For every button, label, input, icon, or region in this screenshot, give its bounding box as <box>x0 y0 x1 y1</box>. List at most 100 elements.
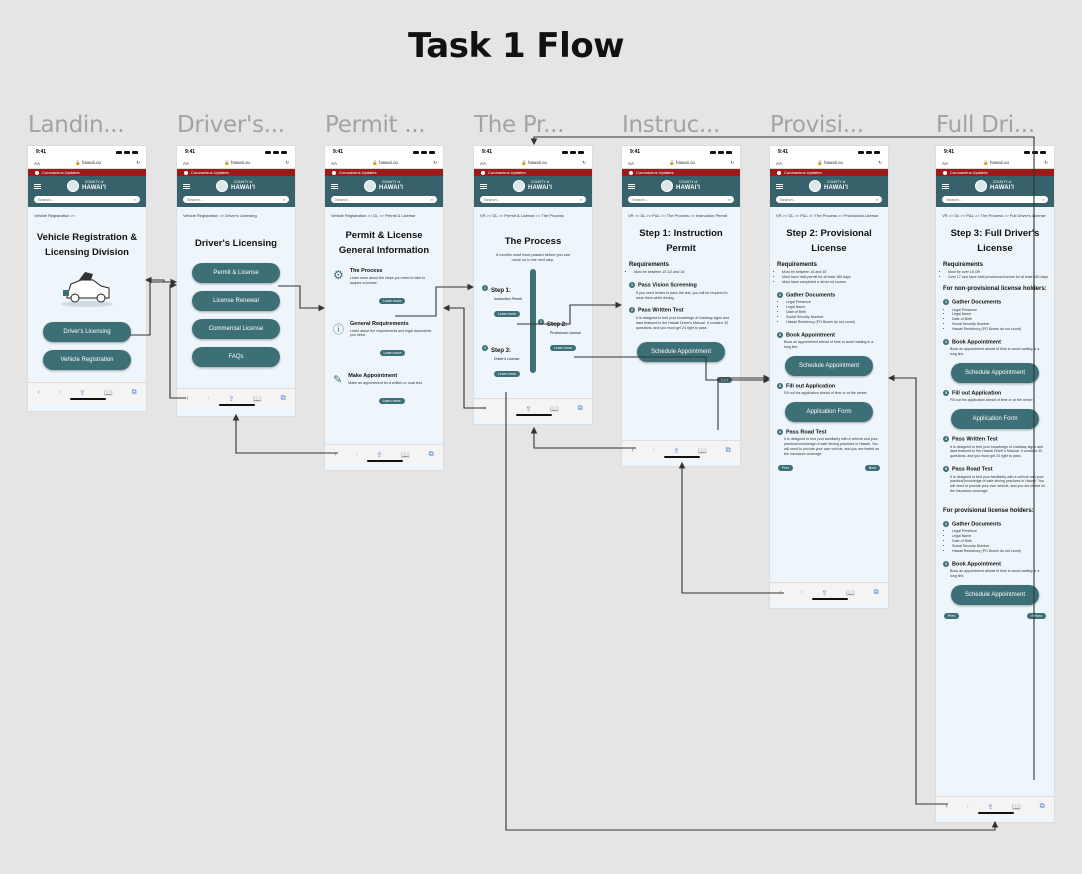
breadcrumb[interactable]: VR >> DL >> P&L >> The Process >> Provis… <box>776 213 879 218</box>
prev-button[interactable]: Prev <box>778 464 794 471</box>
breadcrumb[interactable]: VR >> DL >> P&L >> The Process >> Instru… <box>628 213 728 218</box>
bookmarks-icon[interactable]: 📖 <box>846 589 855 597</box>
tabs-icon[interactable]: ⧉ <box>1039 802 1045 810</box>
menu-icon[interactable] <box>480 183 487 189</box>
share-icon[interactable]: ⇪ <box>821 589 828 597</box>
tabs-icon[interactable]: ⧉ <box>280 394 286 402</box>
step1-learn-more[interactable]: Learn more <box>494 311 520 318</box>
schedule-appointment-button[interactable]: Schedule Appointment <box>785 355 873 376</box>
schedule-appointment-button[interactable]: Schedule Appointment <box>637 342 725 363</box>
faqs-button[interactable]: FAQs <box>192 347 280 368</box>
url-bar[interactable]: AA🔒 hawaii.ou↻ <box>622 158 740 169</box>
breadcrumb[interactable]: VR >> DL >> Permit & License >> The Proc… <box>480 213 564 218</box>
search-input[interactable]: Search...⌕ <box>34 196 140 203</box>
search-input[interactable]: Search...⌕ <box>776 196 882 203</box>
covid-banner[interactable]: Coronavirus Updates <box>770 169 888 176</box>
license-renewal-button[interactable]: License Renewal <box>192 291 280 312</box>
back-icon[interactable]: ‹ <box>186 395 189 402</box>
covid-banner[interactable]: Coronavirus Updates <box>474 169 592 176</box>
forward-icon[interactable]: › <box>504 405 507 412</box>
search-input[interactable]: Search...⌕ <box>628 196 734 203</box>
url-bar[interactable]: AA🔒 hawaii.ou↻ <box>325 158 443 169</box>
menu-icon[interactable] <box>34 183 41 189</box>
breadcrumb[interactable]: VR >> DL >> P&L >> The Process >> Full D… <box>942 213 1046 218</box>
url-bar[interactable]: AA🔒 hawaii.ou↻ <box>177 158 295 169</box>
next-button[interactable]: Next <box>864 464 880 471</box>
learn-more-button[interactable]: Learn more <box>379 297 406 304</box>
bookmarks-icon[interactable]: 📖 <box>698 447 707 455</box>
url-bar[interactable]: AA🔒 hawaii.ou↻ <box>770 158 888 169</box>
tabs-icon[interactable]: ⧉ <box>577 404 583 412</box>
search-input[interactable]: Search...⌕ <box>480 196 586 203</box>
prev-button[interactable]: Prev <box>944 612 960 619</box>
back-icon[interactable]: ‹ <box>779 589 782 596</box>
forward-icon[interactable]: › <box>58 389 61 396</box>
forward-icon[interactable]: › <box>652 447 655 454</box>
next-button[interactable]: Next <box>716 377 732 384</box>
menu-icon[interactable] <box>183 183 190 189</box>
breadcrumb[interactable]: Vehicle Registration >> <box>34 213 76 218</box>
back-icon[interactable]: ‹ <box>945 803 948 810</box>
back-icon[interactable]: ‹ <box>334 451 337 458</box>
share-icon[interactable]: ⇪ <box>987 803 994 811</box>
share-icon[interactable]: ⇪ <box>525 405 532 413</box>
menu-icon[interactable] <box>628 183 635 189</box>
application-form-button[interactable]: Application Form <box>951 409 1039 430</box>
breadcrumb[interactable]: Vehicle Registration >> Driver's Licensi… <box>183 213 257 218</box>
permit-license-button[interactable]: Permit & License <box>192 263 280 284</box>
bookmarks-icon[interactable]: 📖 <box>253 395 262 403</box>
tabs-icon[interactable]: ⧉ <box>131 388 137 396</box>
url-bar[interactable]: AA🔒 hawaii.ou↻ <box>28 158 146 169</box>
forward-icon[interactable]: › <box>800 589 803 596</box>
covid-banner[interactable]: Coronavirus Updates <box>325 169 443 176</box>
url-bar[interactable]: AA🔒 hawaii.ou↻ <box>474 158 592 169</box>
tabs-icon[interactable]: ⧉ <box>873 588 879 596</box>
search-input[interactable]: Search...⌕ <box>942 196 1048 203</box>
search-input[interactable]: Search...⌕ <box>331 196 437 203</box>
covid-banner[interactable]: Coronavirus Updates <box>28 169 146 176</box>
forward-icon[interactable]: › <box>207 395 210 402</box>
search-input[interactable]: Search...⌕ <box>183 196 289 203</box>
bookmarks-icon[interactable]: 📖 <box>104 389 113 397</box>
return-button[interactable]: Return <box>1027 612 1046 619</box>
share-icon[interactable]: ⇪ <box>228 395 235 403</box>
vehicle-registration-button[interactable]: Vehicle Registration <box>43 350 131 371</box>
menu-icon[interactable] <box>331 183 338 189</box>
url-bar[interactable]: AA🔒 hawaii.ou↻ <box>936 158 1054 169</box>
tabs-icon[interactable]: ⧉ <box>725 446 731 454</box>
back-icon[interactable]: ‹ <box>631 447 634 454</box>
covid-banner[interactable]: Coronavirus Updates <box>622 169 740 176</box>
menu-icon[interactable] <box>776 183 783 189</box>
breadcrumb[interactable]: Vehicle Registration >> DL >> Permit & L… <box>331 213 416 218</box>
learn-more-button[interactable]: Learn more <box>379 350 406 357</box>
back-icon[interactable]: ‹ <box>37 389 40 396</box>
share-icon[interactable]: ⇪ <box>376 451 383 459</box>
share-icon[interactable]: ⇪ <box>79 389 86 397</box>
covid-banner[interactable]: Coronavirus Updates <box>936 169 1054 176</box>
bookmarks-icon[interactable]: 📖 <box>401 451 410 459</box>
menu-icon[interactable] <box>942 183 949 189</box>
drivers-licensing-button[interactable]: Driver's Licensing <box>43 322 131 343</box>
forward-icon[interactable]: › <box>966 803 969 810</box>
learn-more-button[interactable]: Learn more <box>378 397 405 404</box>
back-icon[interactable]: ‹ <box>483 405 486 412</box>
application-form-button[interactable]: Application Form <box>785 402 873 423</box>
schedule-appointment-button[interactable]: Schedule Appointment <box>951 362 1039 383</box>
bookmarks-icon[interactable]: 📖 <box>1012 803 1021 811</box>
covid-banner[interactable]: Coronavirus Updates <box>177 169 295 176</box>
commercial-license-button[interactable]: Commercial License <box>192 319 280 340</box>
step3-learn-more[interactable]: Learn more <box>494 371 520 378</box>
step2-learn-more[interactable]: Learn more <box>550 345 576 352</box>
bookmarks-icon[interactable]: 📖 <box>550 405 559 413</box>
schedule-appointment-button[interactable]: Schedule Appointment <box>951 584 1039 605</box>
share-icon[interactable]: ⇪ <box>673 447 680 455</box>
tabs-icon[interactable]: ⧉ <box>428 450 434 458</box>
forward-icon[interactable]: › <box>355 451 358 458</box>
